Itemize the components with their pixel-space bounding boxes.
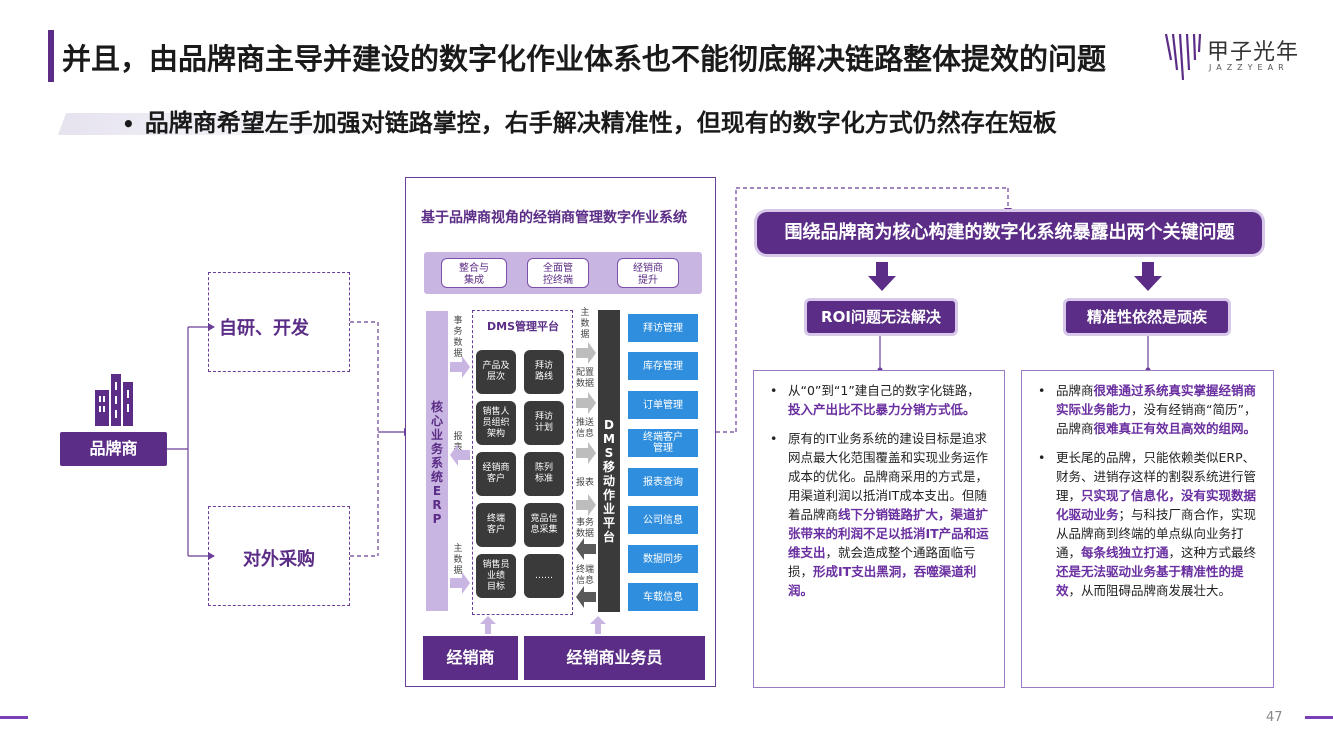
mobile-platform-column [598,310,620,612]
logo-text-en: JAZZYEAR [1209,63,1289,72]
dealer-salesman-button: 经销商业务员 [524,636,705,680]
down-arrow-icon [868,262,896,291]
highlight-text: 每条线独立打通 [1081,545,1169,560]
right-point: 品牌商很难通过系统真实掌握经销商实际业务能力，没有经销商“简历”，品牌商很难真正… [1030,381,1259,438]
highlight-text: 很难通过系统真实掌握经销商实际业务能力 [1056,383,1257,417]
dealer-button: 经销商 [423,636,518,680]
highlight-text: 投入产出比不比暴力分销方式低。 [788,402,976,417]
left-point: 原有的IT业务系统的建设目标是追求网点最大化范围覆盖和实现业务运作成本的优化。品… [762,429,990,600]
highlight-text: 线下分销链路扩大，渠道扩张带来的利润不足以抵消IT产品和运维支出 [788,507,989,560]
flow-label-master-data: 主 数 据 [580,308,590,340]
issue-precision: 精准性依然是顽疾 [1066,301,1228,333]
issue-roi: ROI问题无法解决 [807,301,955,333]
dms-title: DMS管理平台 [487,320,559,333]
body-text: 更长尾的品牌，只能依赖类似ERP、财务、进销存这样的割裂系统进行管理， [1056,450,1257,503]
module-vehicle-info: 车载信息 [628,583,698,611]
footer-accent-right [1305,716,1333,719]
module-customer-mgmt: 终端客户 管理 [628,429,698,457]
body-text: ，这种方式最终 [1168,545,1257,560]
module-inventory-mgmt: 库存管理 [628,352,698,380]
module-report-query: 报表查询 [628,468,698,496]
self-develop-label: 自研、开发 [219,318,309,339]
dms-item-sales-target: 销售员 业绩 目标 [476,554,516,598]
pill-control-terminal: 全面管 控终端 [527,258,589,288]
jazzyear-logo: 甲子光年 JAZZYEAR [1163,30,1313,82]
bullet-dot: • [122,112,135,136]
highlight-text: 形成IT支出黑洞，吞噬渠道利润。 [788,564,977,598]
external-purchase-label: 对外采购 [243,549,315,570]
body-text: 原有的IT业务系统的建设目标是追求网点最大化范围覆盖和实现业务运作成本的优化。品… [788,431,989,522]
key-issue-banner: 围绕品牌商为核心构建的数字化系统暴露出两个关键问题 [757,212,1262,254]
dms-item-visit-route: 拜访 路线 [524,350,564,394]
subtitle: • 品牌商希望左手加强对链路掌控，右手解决精准性，但现有的数字化方式仍然存在短板 [122,103,1057,138]
footer-accent-left [0,716,28,719]
flow-label-report2: 报表 [575,478,594,488]
dms-item-product: 产品及 层次 [476,350,516,394]
dms-item-terminal-customer: 终端 客户 [476,503,516,547]
precision-points-list: 品牌商很难通过系统真实掌握经销商实际业务能力，没有经销商“简历”，品牌商很难真正… [1030,381,1259,600]
highlight-text: 还是无法驱动业务基于精准性的提效 [1056,564,1244,598]
subtitle-text: 品牌商希望左手加强对链路掌控，右手解决精准性，但现有的数字化方式仍然存在短板 [144,109,1057,137]
up-arrows-bottom [480,616,606,634]
self-develop-box [208,272,350,372]
external-purchase-box [208,506,350,606]
logo-text-cn: 甲子光年 [1207,40,1300,65]
highlight-text: 只实现了信息化，没有实现数据化驱动业务 [1056,488,1257,522]
body-text: 品牌商 [1056,383,1094,398]
flow-label-terminal-info: 终端 信息 [575,565,594,586]
title-accent-bar [48,30,54,82]
dms-item-dealer-customer: 经销商 客户 [476,452,516,496]
body-text: ，没有经销商“简历”，品牌商 [1056,402,1257,436]
pill-integration: 整合与 集成 [441,258,507,288]
system-title: 基于品牌商视角的经销商管理数字作业系统 [421,210,687,226]
module-company-info: 公司信息 [628,506,698,534]
body-text: ，就会造成整个通路面临亏损， [788,545,976,579]
dms-item-display-standard: 陈列 标准 [524,452,564,496]
flow-label-master: 主数据 [453,544,463,576]
flow-label-transaction2: 事务 数据 [575,518,594,539]
dms-item-more: …… [524,554,564,598]
highlight-text: 很难真正有效且高效的组网。 [1093,421,1257,436]
flow-arrows-mid [576,342,596,608]
flow-label-push: 推送 信息 [575,418,594,439]
flow-label-transaction: 事务数据 [453,316,463,359]
building-icon [95,374,133,426]
left-point: 从“0”到“1”建自己的数字化链路， 投入产出比不比暴力分销方式低。 [762,381,990,419]
dms-item-competitor-info: 竞品信 息采集 [524,503,564,547]
down-arrow-icon [1134,262,1162,291]
roi-panel: 从“0”到“1”建自己的数字化链路， 投入产出比不比暴力分销方式低。原有的IT业务… [753,370,1005,688]
right-point: 更长尾的品牌，只能依赖类似ERP、财务、进销存这样的割裂系统进行管理，只实现了信… [1030,448,1259,600]
flow-label-config: 配置 数据 [575,368,594,389]
page-number: 47 [1266,710,1283,725]
roi-points-list: 从“0”到“1”建自己的数字化链路， 投入产出比不比暴力分销方式低。原有的IT业务… [762,381,990,600]
flow-arrows-left [450,356,470,594]
dms-item-sales-org: 销售人 员组织 架构 [476,401,516,445]
logo-mark-icon [1164,33,1202,81]
dms-item-visit-plan: 拜访 计划 [524,401,564,445]
module-data-sync: 数据同步 [628,545,698,573]
page-title: 并且，由品牌商主导并建设的数字化作业体系也不能彻底解决链路整体提效的问题 [62,42,1107,76]
erp-column [426,311,448,611]
module-visit-mgmt: 拜访管理 [628,314,698,342]
pill-dealer-upgrade: 经销商 提升 [617,258,679,288]
body-text: ；与科技厂商合作，实现从品牌商到终端的单点纵向业务打通， [1056,507,1257,560]
module-order-mgmt: 订单管理 [628,391,698,419]
body-text: 从“0”到“1”建自己的数字化链路， [788,383,980,398]
body-text: ，从而阻碍品牌商发展壮大。 [1068,583,1232,598]
brand-owner-label: 品牌商 [60,432,167,466]
precision-panel: 品牌商很难通过系统真实掌握经销商实际业务能力，没有经销商“简历”，品牌商很难真正… [1021,370,1274,688]
